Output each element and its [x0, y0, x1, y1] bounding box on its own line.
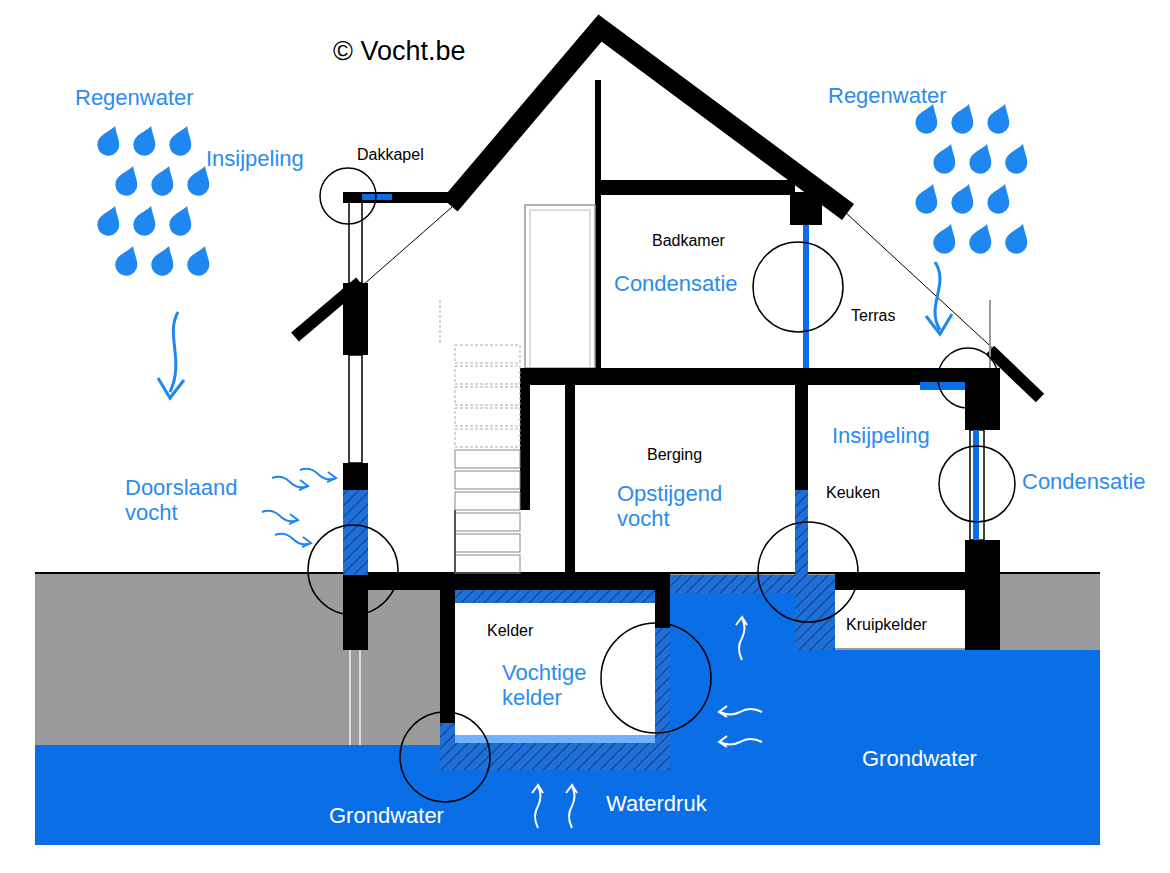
rain-arrow	[158, 378, 184, 398]
wall	[795, 385, 808, 490]
roof-line	[845, 212, 1000, 355]
water-label: Waterdruk	[606, 792, 707, 817]
rain-arrow	[935, 262, 940, 330]
roof	[450, 28, 848, 212]
wall-wet	[343, 490, 368, 575]
leak	[362, 194, 392, 200]
window	[349, 200, 362, 283]
rain-arrow	[926, 314, 952, 334]
watermark: © Vocht.be	[333, 36, 465, 66]
railing	[530, 210, 590, 368]
cellar-wall	[440, 588, 455, 723]
wall-wet	[795, 490, 808, 575]
crawl-space	[835, 590, 965, 648]
cause-label: Insijpeling	[206, 147, 304, 172]
part-name: Dakkapel	[357, 146, 424, 164]
room-name: Badkamer	[652, 232, 725, 250]
eave	[295, 282, 360, 337]
beam	[595, 180, 795, 195]
pressure-arrows	[532, 617, 762, 828]
room-name: Kelder	[487, 622, 533, 640]
window-wet	[803, 225, 809, 370]
cause-label: Regenwater	[75, 86, 194, 111]
room-name: Keuken	[826, 484, 880, 502]
highlight-circle	[308, 168, 1015, 802]
room-name: Kruipkelder	[846, 616, 927, 634]
post	[595, 80, 601, 370]
wall	[520, 385, 530, 510]
cellar-wall	[655, 588, 670, 628]
wall	[565, 385, 575, 573]
leak	[920, 382, 965, 390]
wall	[965, 540, 1000, 650]
room-name: Berging	[647, 446, 702, 464]
foundation-wet	[795, 575, 835, 650]
water-label: Grondwater	[329, 804, 444, 829]
cause-label: Doorslaand vocht	[125, 476, 265, 525]
staircase	[440, 300, 520, 573]
soil	[35, 573, 1100, 845]
wall	[343, 463, 368, 490]
groundwater	[670, 575, 1100, 745]
cause-label: Regenwater	[828, 84, 947, 109]
pipe	[349, 650, 351, 745]
foundation	[343, 575, 368, 650]
cellar-room	[455, 603, 655, 743]
dormer-roof	[343, 192, 460, 203]
rain-arrow	[170, 312, 178, 392]
room-name: Terras	[851, 307, 895, 325]
rain-drops	[94, 100, 1033, 279]
water-label: Grondwater	[862, 747, 977, 772]
cellar-wall	[440, 588, 670, 770]
pipe	[359, 650, 361, 745]
floor-wet	[670, 575, 795, 593]
cause-label: Insijpeling	[832, 424, 930, 449]
cause-label: Condensatie	[1022, 470, 1146, 495]
cause-label: Condensatie	[614, 272, 738, 297]
cause-label: Vochtige kelder	[502, 661, 612, 710]
railing	[525, 205, 595, 368]
roof-line	[355, 200, 460, 292]
window	[349, 355, 362, 463]
cause-label: Opstijgend vocht	[617, 482, 767, 531]
beam	[790, 192, 822, 225]
